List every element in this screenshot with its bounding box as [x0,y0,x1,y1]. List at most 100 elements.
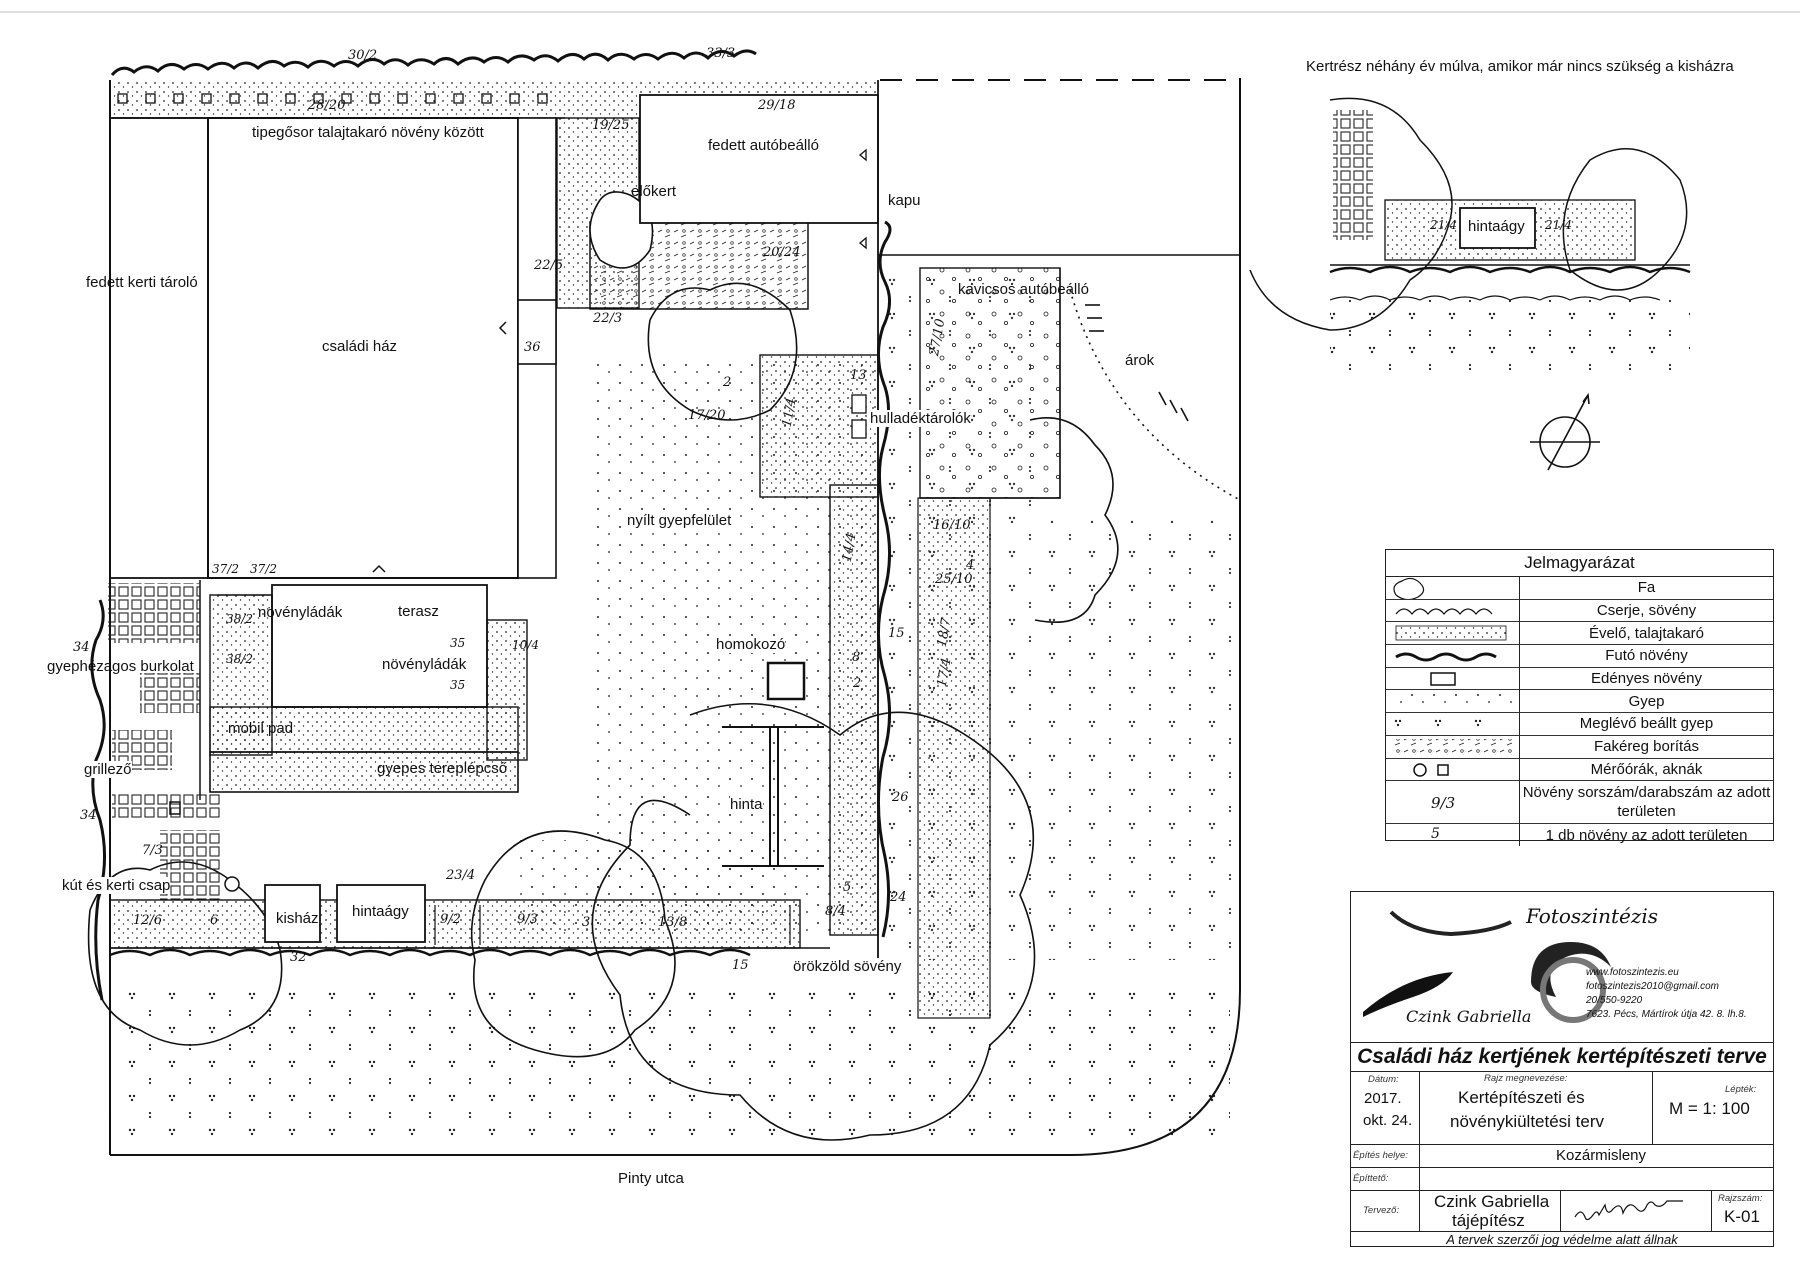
lot-number: 10/4 [512,638,539,652]
north-arrow [1530,392,1600,471]
lot-number: 38/2 [226,652,253,666]
lot-number: 4 [966,558,975,573]
lot-number: 9/3 [517,912,538,927]
legend-row: Mérőórák, aknák [1386,758,1773,782]
lot-number: 8/4 [825,904,846,919]
designer-cell: Czink Gabriella tájépítész [1420,1191,1561,1231]
lot-number: 30/2 [348,48,378,63]
title-row: Építés helye: Kozármisleny [1351,1145,1773,1168]
lot-number: 22/3 [593,311,623,326]
perennial-symbol-icon [1386,622,1520,645]
shrub-symbol-icon [1386,599,1520,622]
lot-number: 23/4 [446,868,476,883]
logo-area: Fotoszintézis Czink Gabriella www.fotosz… [1351,892,1773,1043]
scale-cell: Lépték: M = 1: 100 [1653,1072,1773,1144]
lot-number: 29/18 [758,98,796,113]
drawing-caption: Rajz megnevezése: [1484,1073,1568,1084]
label-planters-1: növényládák [258,604,343,621]
lot-number: 36 [524,340,541,355]
legend-row: Fakéreg borítás [1386,735,1773,759]
lot-number: 13/8 [658,915,688,930]
legend-sym-number: 9/3 [1431,794,1456,813]
signature-scribble-icon [1574,1200,1683,1221]
lot-number: 6 [210,913,219,928]
scale-caption: Lépték: [1725,1084,1757,1095]
swing [722,726,824,867]
lot-number: 35 [450,636,466,650]
lot-number: 28/20 [308,98,346,113]
builder-caption-cell: Építtető: [1351,1168,1420,1190]
label-front-garden: előkert [631,183,677,200]
site-caption: Építés helye: [1353,1150,1408,1161]
lot-number: 34 [80,808,97,823]
meter-symbol-icon [1386,758,1520,781]
legend-label: 1 db növény az adott területen [1545,826,1748,844]
waste-bins [851,394,867,414]
potted-plant-symbol-icon [1386,667,1520,690]
logo-signature: Czink Gabriella [1406,1007,1532,1026]
lot-number: 32 [290,950,307,965]
title-block: Fotoszintézis Czink Gabriella www.fotosz… [1350,891,1774,1247]
lot-number: 22/5 [534,258,564,273]
site-caption-cell: Építés helye: [1351,1145,1420,1167]
label-grass-pavers: gyephézagos burkolat [47,658,194,675]
builder-cell [1420,1168,1773,1190]
legend-row: Gyep [1386,690,1773,714]
lot-number: 8 [852,650,861,665]
drawing-line1: Kertépítészeti és [1458,1088,1585,1107]
label-swing: hinta [730,796,763,813]
label-gate: kapu [888,192,921,209]
legend-title: Jelmagyarázat [1386,550,1773,577]
logo-name: Fotoszintézis [1526,904,1659,928]
legend-label: Fakéreg borítás [1593,738,1700,756]
lot-number: 35 [450,678,466,692]
family-house [207,117,519,579]
designer-role: tájépítész [1452,1211,1525,1230]
drawing-name-cell: Rajz megnevezése: Kertépítészeti és növé… [1420,1072,1653,1144]
lot-number: 33/3 [706,46,736,61]
inset-lot-number: 21/4 [1545,218,1572,232]
legend-label: Cserje, sövény [1596,602,1697,620]
inset-swing-bed-label: hintaágy [1468,218,1525,235]
legend-label: Meglévő beállt gyep [1579,715,1714,733]
plant-number-symbol: 9/3 [1386,781,1520,824]
scale-value: M = 1: 100 [1669,1099,1750,1118]
legend-row: Fa [1386,577,1773,600]
date-cell: Dátum: 2017. okt. 24. [1351,1072,1420,1144]
label-covered-storage: fedett kerti tároló [86,274,198,291]
lot-number: 13 [850,368,867,383]
label-swing-bed: hintaágy [352,903,409,920]
designer-caption-cell: Tervező: [1351,1191,1420,1231]
lot-number: 17/20 [688,408,726,423]
lot-number: 37/2 [212,562,239,576]
legend-row: 5 1 db növény az adott területen [1386,824,1773,846]
legend-row: Futó növény [1386,645,1773,668]
contact-address: 7623. Pécs, Mártírok útja 42. 8. lh.8. [1586,1009,1747,1020]
label-sandbox: homokozó [716,636,786,653]
lot-number: 2 [853,676,862,691]
title-row: Építtető: [1351,1168,1773,1191]
date-line1: 2017. [1364,1090,1402,1107]
lot-number: 15 [732,958,749,973]
label-playhouse: kisház [276,910,319,927]
lot-number: 37/2 [250,562,277,576]
label-evergreen-hedge: örökzöld sövény [793,958,902,975]
label-ditch: árok [1125,352,1155,369]
legend-label: Mérőórák, aknák [1590,760,1703,778]
top-hedge [110,49,757,77]
gravel-driveway [919,267,1061,499]
legend-row: Évelő, talajtakaró [1386,622,1773,646]
drawing-line2: növénykiültetési terv [1450,1112,1605,1131]
legend-row: Meglévő beállt gyep [1386,713,1773,736]
bark-mulch-symbol-icon [1386,735,1520,758]
lawn-symbol-icon [1386,690,1520,713]
lot-number: 15 [888,626,905,641]
logo-mark-icon [1363,910,1611,1023]
inset-sketch [1249,97,1691,380]
lot-number: 24 [890,890,907,905]
label-house: családi ház [322,338,398,355]
label-grill: grillező [84,761,132,778]
label-planters-2: növényládák [382,656,467,673]
tree-symbol-icon [1386,577,1520,599]
